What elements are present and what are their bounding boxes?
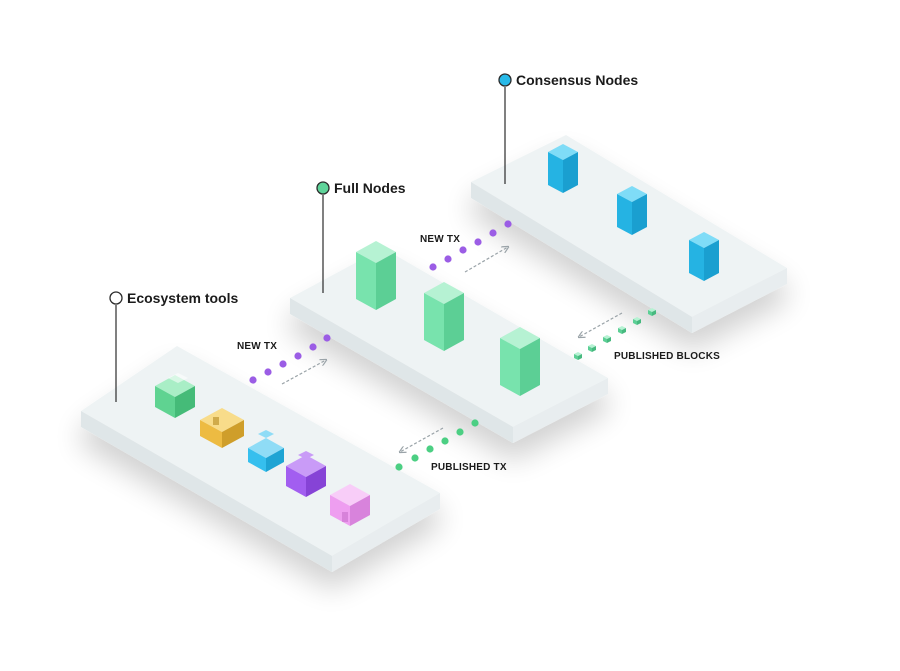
published-blocks-cubes — [574, 308, 656, 360]
full-platform-left-side — [290, 298, 513, 443]
new-tx-upper-arrow — [464, 247, 508, 273]
consensus-node-3 — [689, 232, 719, 281]
published-tx-dots — [395, 419, 479, 471]
full-nodes-dot-icon — [316, 181, 330, 195]
consensus-node-2 — [617, 186, 647, 235]
consensus-platform-right-side — [692, 268, 787, 333]
full-platform-right-side — [513, 378, 608, 443]
new-tx-upper-label: NEW TX — [420, 234, 460, 245]
tool-block-pink — [330, 484, 370, 526]
new-tx-upper-dots — [429, 220, 512, 271]
ecosystem-tools-label: Ecosystem tools — [127, 290, 238, 306]
ecosystem-platform-left-side — [81, 411, 332, 572]
published-blocks-arrow — [579, 312, 623, 337]
tool-block-green — [155, 373, 195, 418]
published-tx-label: PUBLISHED TX — [431, 462, 507, 473]
consensus-node-1 — [548, 144, 578, 193]
consensus-platform — [471, 135, 787, 333]
new-tx-lower-arrow — [281, 360, 326, 385]
full-node-3 — [500, 327, 540, 396]
consensus-platform-left-side — [471, 182, 692, 333]
ecosystem-platform-right-side — [332, 493, 440, 572]
tool-block-blue — [248, 430, 284, 472]
full-node-1 — [356, 241, 396, 310]
tool-block-purple — [286, 451, 326, 497]
published-tx-arrow — [400, 427, 444, 452]
consensus-dot-icon — [498, 73, 512, 87]
full-nodes-label: Full Nodes — [334, 180, 406, 196]
full-node-2 — [424, 282, 464, 351]
new-tx-lower-label: NEW TX — [237, 341, 277, 352]
ecosystem-dot-icon — [109, 291, 123, 305]
consensus-nodes-label: Consensus Nodes — [516, 72, 638, 88]
new-tx-lower-dots — [249, 334, 331, 384]
tool-block-yellow — [200, 408, 244, 448]
published-blocks-label: PUBLISHED BLOCKS — [614, 351, 720, 362]
